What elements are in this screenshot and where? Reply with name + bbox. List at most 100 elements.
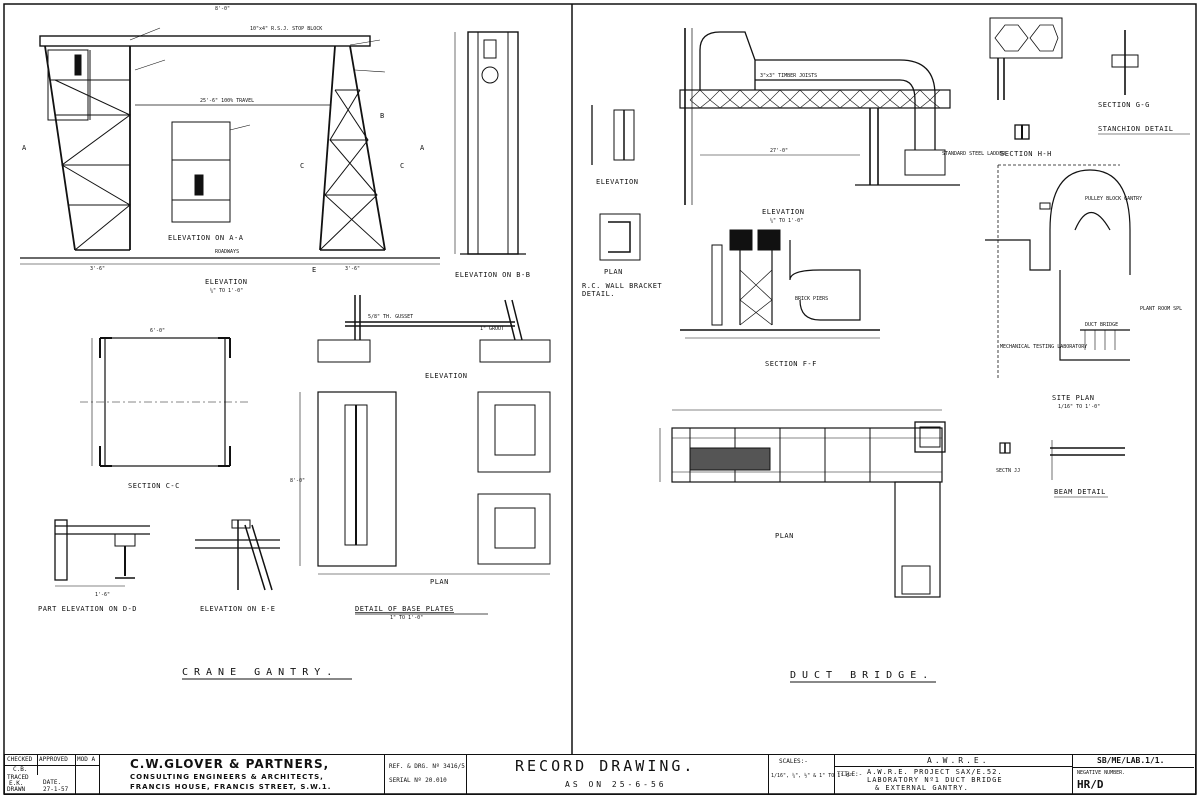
label-pulley-gantry: PULLEY BLOCK GANTRY [1085,196,1142,202]
label-elevation-aa: ELEVATION ON A-A [168,234,244,242]
label-dim-top: 8'-0" [215,6,230,12]
approval-cell: CHECKED APPROVED MOD A C.B. TRACED E.K. … [5,755,100,794]
part-elevation-dd [54,519,150,587]
section-mark-a-right: A [420,144,425,152]
label-dd-dim: 1'-6" [95,592,110,598]
negative-number-value: HR/D [1077,778,1104,791]
project-title-cell: A.W.R.E. TITLE:- A.W.R.E. PROJECT SAX/E.… [835,755,1073,794]
section-mark-e: E [312,266,317,274]
crane-gantry-elevation [20,27,440,265]
ref-number: REF. & DRG. Nº 3416/5 [389,763,465,770]
duct-bridge-plan [659,409,946,598]
label-sect-jj: SECTN JJ [996,468,1020,474]
label-section-ff: SECTION F-F [765,360,817,368]
section-mark-c-right: C [400,162,405,170]
record-date: AS ON 25-6-56 [565,780,667,789]
note-timber-joists: 3"x3" TIMBER JOISTS [760,73,817,79]
note-ladder: STANDARD STEEL LADDER [942,151,1006,157]
column-elevation-bb [454,31,526,255]
title-line-2: LABORATORY Nº1 DUCT BRIDGE [867,776,1003,784]
label-roadways: ROADWAYS [215,249,239,255]
date-label: DATE. [43,779,62,786]
section-mark-b: B [380,112,385,120]
label-rc-wall-detail: DETAIL. [582,290,615,298]
firm-name: C.W.GLOVER & PARTNERS, [130,757,330,771]
label-elevation-ee: ELEVATION ON E-E [200,605,275,613]
label-duct-elevation: ELEVATION [762,208,804,216]
label-stanchion-detail: STANCHION DETAIL [1098,125,1173,133]
label-part-elevation-dd: PART ELEVATION ON D-D [38,605,137,613]
label-mechanical-lab: MECHANICAL TESTING LABORATORY [1000,344,1087,350]
label-dim-right: 3'-6" [345,266,360,272]
note-stop-block: 10"x4" R.S.J. STOP BLOCK [250,26,322,32]
scales-value: 1/16", ¼", ½" & 1" TO 1'-0" [771,773,853,779]
title-crane-gantry: CRANE GANTRY. [182,667,338,678]
label-section-gg: SECTION G-G [1098,101,1150,109]
label-bracket-plan: PLAN [604,268,623,276]
record-cell: RECORD DRAWING. AS ON 25-6-56 [467,755,769,794]
label-bracket-elevation: ELEVATION [596,178,638,186]
elevation-ee [195,519,280,591]
mod-header: MOD A [77,756,96,763]
label-site-plan-scale: 1/16" TO 1'-0" [1058,404,1100,410]
scales-label: SCALES:- [779,758,808,765]
note-brick-piers: BRICK PIERS [795,296,828,302]
label-detail-base-scale: 1" TO 1'-0" [390,615,423,621]
scales-cell: SCALES:- 1/16", ¼", ½" & 1" TO 1'-0" [769,755,852,794]
wall-bracket-detail [591,105,641,261]
firm-line-3: FRANCIS HOUSE, FRANCIS STREET, S.W.1. [130,783,332,791]
drawing-number-cell: SB/ME/LAB.1/1. NEGATIVE NUMBER. HR/D [1073,755,1194,794]
ref-cell: REF. & DRG. Nº 3416/5 SERIAL Nº 20.010 [385,755,467,794]
label-section-hh: SECTION H-H [1000,150,1052,158]
drawing-number: SB/ME/LAB.1/1. [1097,756,1165,765]
client-name: A.W.R.E. [927,756,990,765]
label-travel: 25'-6" 100% TRAVEL [200,98,254,104]
section-cc [80,337,250,467]
drawn-label: DRAWN [7,786,26,793]
label-duct-elevation-scale: ¼" TO 1'-0" [770,218,803,224]
label-elevation: ELEVATION [205,278,247,286]
beam-detail [999,440,1125,480]
note-gusset: 5/8" TH. GUSSET [368,314,413,320]
traced-label: TRACED [7,774,29,781]
base-elevation [317,295,551,363]
label-duct-plan: PLAN [775,532,794,540]
record-drawing-title: RECORD DRAWING. [515,757,696,775]
duct-bridge-elevation [679,28,960,205]
title-line-3: & EXTERNAL GANTRY. [875,784,969,792]
firm-line-2: CONSULTING ENGINEERS & ARCHITECTS, [130,773,324,781]
section-mark-a-left: A [22,144,27,152]
note-grout: 1" GROUT [480,326,504,332]
title-line-1: A.W.R.E. PROJECT SAX/E.52. [867,768,1003,776]
date-value: 27-1-57 [43,786,69,793]
label-plan-small: PLAN [430,578,449,586]
label-cc-dim: 6'-0" [150,328,165,334]
traced-value: E.K. [9,780,24,787]
serial-number: SERIAL Nº 20.010 [389,777,447,784]
label-section-cc: SECTION C-C [128,482,180,490]
title-duct-bridge: DUCT BRIDGE. [790,670,934,681]
label-duct-bridge-site: DUCT BRIDGE [1085,322,1118,328]
checked-header: CHECKED [7,756,33,763]
duct-section-ff [680,229,880,339]
label-elevation-scale: ¼" TO 1'-0" [210,288,243,294]
title-block: CHECKED APPROVED MOD A C.B. TRACED E.K. … [4,754,1196,795]
negative-number-label: NEGATIVE NUMBER. [1077,770,1126,776]
label-plant-room: PLANT ROOM SPL [1140,306,1182,312]
label-plan-dim: 8'-0" [290,478,305,484]
label-elevation-small: ELEVATION [425,372,467,380]
stanchion-detail [989,17,1139,140]
label-duct-dim: 27'-0" [770,148,788,154]
title-label: TITLE:- [837,771,863,778]
label-site-plan: SITE PLAN [1052,394,1094,402]
label-dim-left: 3'-6" [90,266,105,272]
label-beam-detail: BEAM DETAIL [1054,488,1106,496]
site-plan [985,164,1131,380]
label-elevation-bb: ELEVATION ON B-B [455,271,530,279]
approved-header: APPROVED [39,756,68,763]
base-plates-plan [299,391,551,575]
section-mark-c-left: C [300,162,305,170]
label-detail-base-plates: DETAIL OF BASE PLATES [355,605,454,613]
